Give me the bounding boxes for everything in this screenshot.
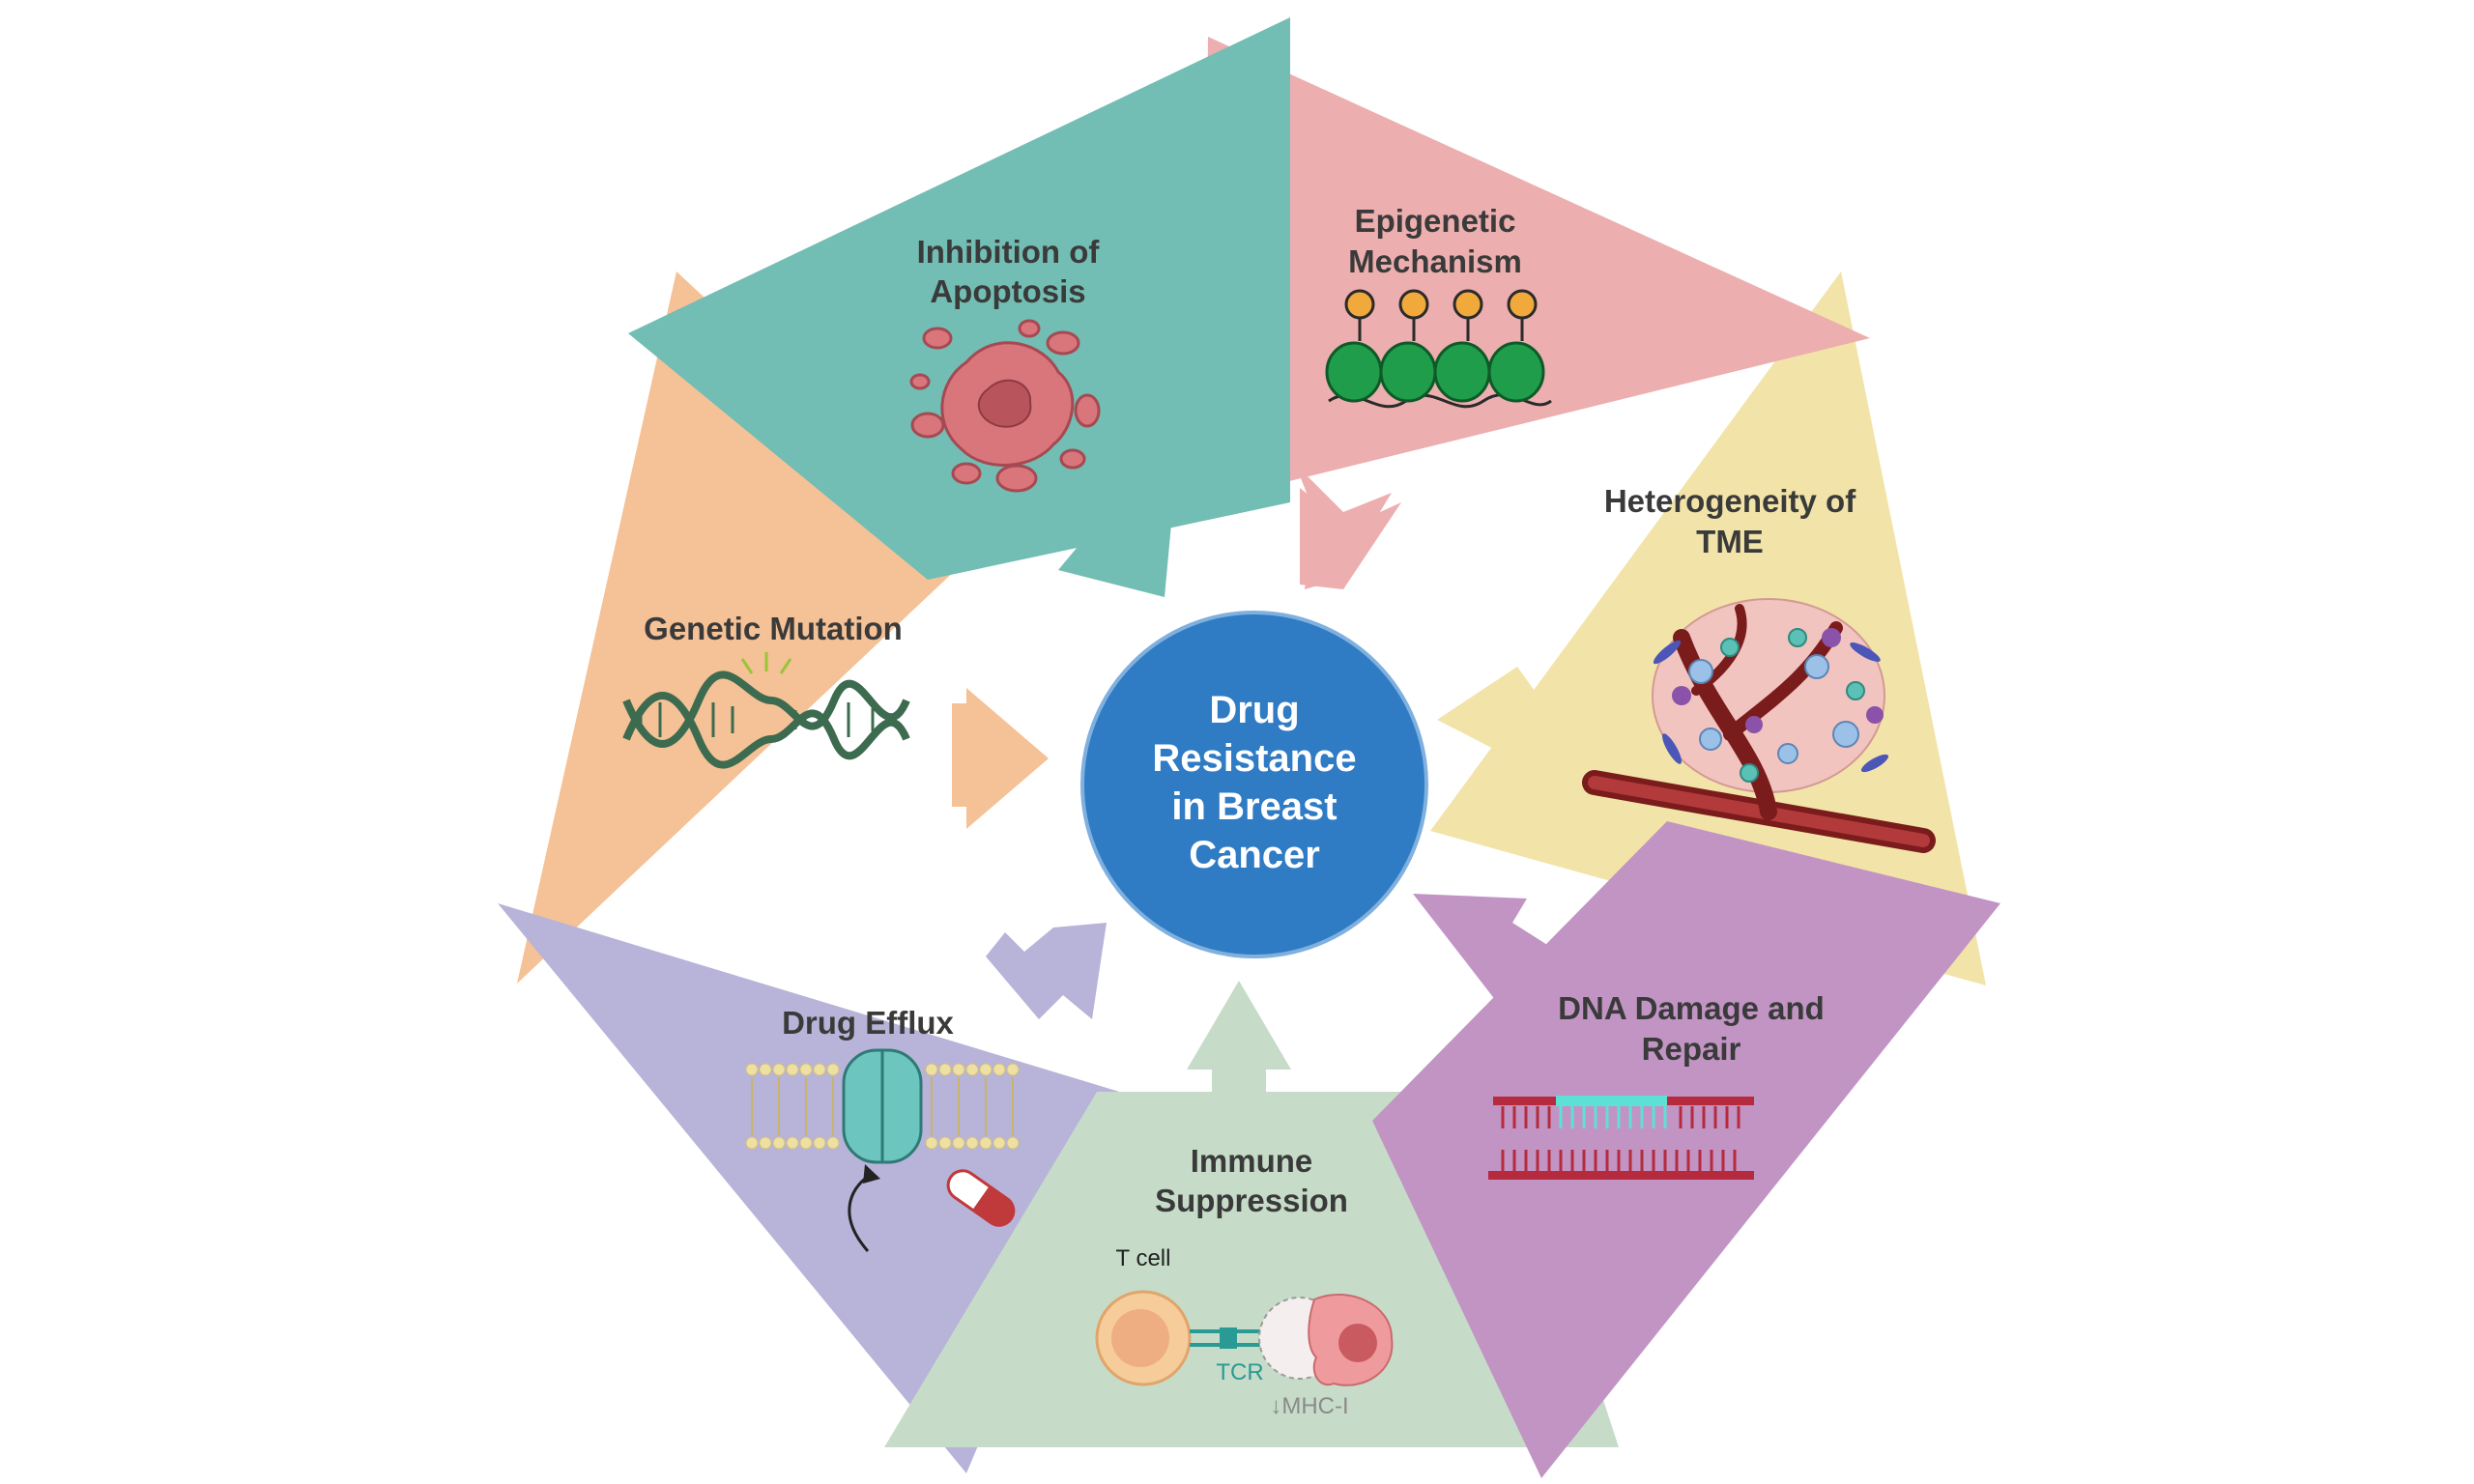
apoptosis-arrow — [628, 17, 1290, 597]
center-line-3: in Breast — [1171, 785, 1337, 828]
genetic-label: Genetic Mutation — [644, 611, 903, 646]
pill-icon — [946, 1169, 1016, 1227]
center-line-1: Drug — [1209, 689, 1299, 731]
t-cell-label: T cell — [1116, 1245, 1171, 1271]
dna-mismatch-icon — [1488, 1096, 1754, 1180]
efflux-pump-icon — [745, 1048, 1020, 1252]
epigenetic-label-1: Epigenetic — [1355, 203, 1516, 239]
tcr-label: TCR — [1216, 1359, 1263, 1385]
nucleosome-methylation-icon — [1325, 289, 1552, 409]
apoptosis-label-1: Inhibition of — [917, 234, 1101, 270]
tumor-microenvironment-icon — [1582, 598, 1936, 853]
dna-repair-arrow — [1372, 821, 2000, 1478]
center-line-4: Cancer — [1189, 834, 1320, 876]
immune-label-2: Suppression — [1155, 1183, 1348, 1218]
center-node: Drug Resistance in Breast Cancer — [1076, 606, 1433, 963]
tme-label-1: Heterogeneity of — [1604, 483, 1856, 519]
center-line-2: Resistance — [1152, 737, 1356, 780]
apoptotic-cell-icon — [909, 319, 1101, 493]
dna-repair-label-1: DNA Damage and — [1558, 990, 1825, 1026]
immune-label-1: Immune — [1191, 1143, 1313, 1179]
dna-repair-label-2: Repair — [1642, 1031, 1741, 1067]
t-cell-tumor-interaction-icon: T cell TCR ↓MHC-I — [1095, 1245, 1394, 1419]
mutation-spark-icon — [740, 652, 792, 674]
efflux-label: Drug Efflux — [782, 1005, 954, 1041]
dna-helix-icon — [622, 652, 910, 769]
mhc-label: ↓MHC-I — [1270, 1393, 1348, 1419]
apoptosis-label-2: Apoptosis — [930, 273, 1085, 309]
epigenetic-label-2: Mechanism — [1348, 243, 1522, 279]
tme-label-2: TME — [1696, 524, 1764, 559]
